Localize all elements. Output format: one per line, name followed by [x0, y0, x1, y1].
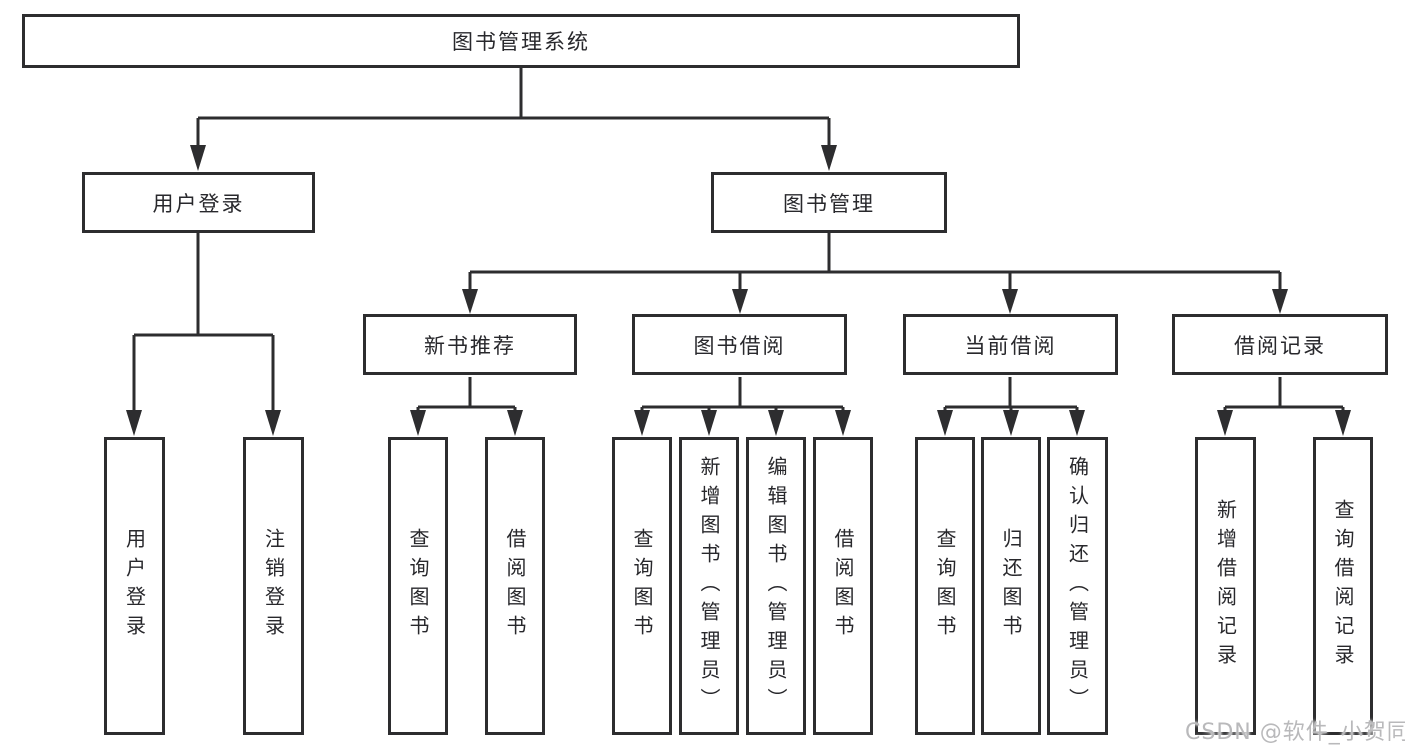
node-user-login: 用户登录 — [82, 172, 315, 233]
leaf-edit-books-admin-label: 编辑图书（管理员） — [764, 455, 788, 717]
leaf-return-books: 归还图书 — [981, 437, 1041, 735]
node-root: 图书管理系统 — [22, 14, 1020, 68]
leaf-query-books-borrowing-label: 查询图书 — [630, 528, 654, 644]
leaf-query-borrow-record-label: 查询借阅记录 — [1331, 499, 1355, 673]
leaf-edit-books-admin: 编辑图书（管理员） — [746, 437, 806, 735]
node-book-borrowing: 图书借阅 — [632, 314, 847, 375]
leaf-query-books-current: 查询图书 — [915, 437, 975, 735]
leaf-add-borrow-record-label: 新增借阅记录 — [1213, 499, 1238, 673]
leaf-add-borrow-record: 新增借阅记录 — [1195, 437, 1256, 735]
leaf-borrow-books-recommend-label: 借阅图书 — [503, 528, 527, 644]
leaf-borrow-books-recommend: 借阅图书 — [485, 437, 545, 735]
leaf-query-books-recommend-label: 查询图书 — [406, 528, 430, 644]
leaf-logout: 注销登录 — [243, 437, 304, 735]
leaf-confirm-return-admin: 确认归还（管理员） — [1047, 437, 1108, 735]
leaf-query-books-borrowing: 查询图书 — [612, 437, 672, 735]
node-current-borrowing: 当前借阅 — [903, 314, 1118, 375]
leaf-borrow-books-borrowing: 借阅图书 — [813, 437, 873, 735]
leaf-query-books-current-label: 查询图书 — [933, 528, 957, 644]
leaf-user-login-label: 用户登录 — [122, 528, 147, 644]
leaf-confirm-return-admin-label: 确认归还（管理员） — [1065, 455, 1090, 717]
leaf-add-books-admin: 新增图书（管理员） — [679, 437, 739, 735]
node-book-management: 图书管理 — [711, 172, 947, 233]
node-new-book-recommendation: 新书推荐 — [363, 314, 577, 375]
leaf-borrow-books-borrowing-label: 借阅图书 — [831, 528, 855, 644]
leaf-query-books-recommend: 查询图书 — [388, 437, 448, 735]
leaf-return-books-label: 归还图书 — [999, 528, 1023, 644]
node-borrowing-records: 借阅记录 — [1172, 314, 1388, 375]
leaf-add-books-admin-label: 新增图书（管理员） — [697, 455, 721, 717]
leaf-user-login: 用户登录 — [104, 437, 165, 735]
csdn-watermark: CSDN @软件_小贺同学 — [1185, 720, 1405, 745]
leaf-logout-label: 注销登录 — [261, 528, 286, 644]
leaf-query-borrow-record: 查询借阅记录 — [1313, 437, 1373, 735]
